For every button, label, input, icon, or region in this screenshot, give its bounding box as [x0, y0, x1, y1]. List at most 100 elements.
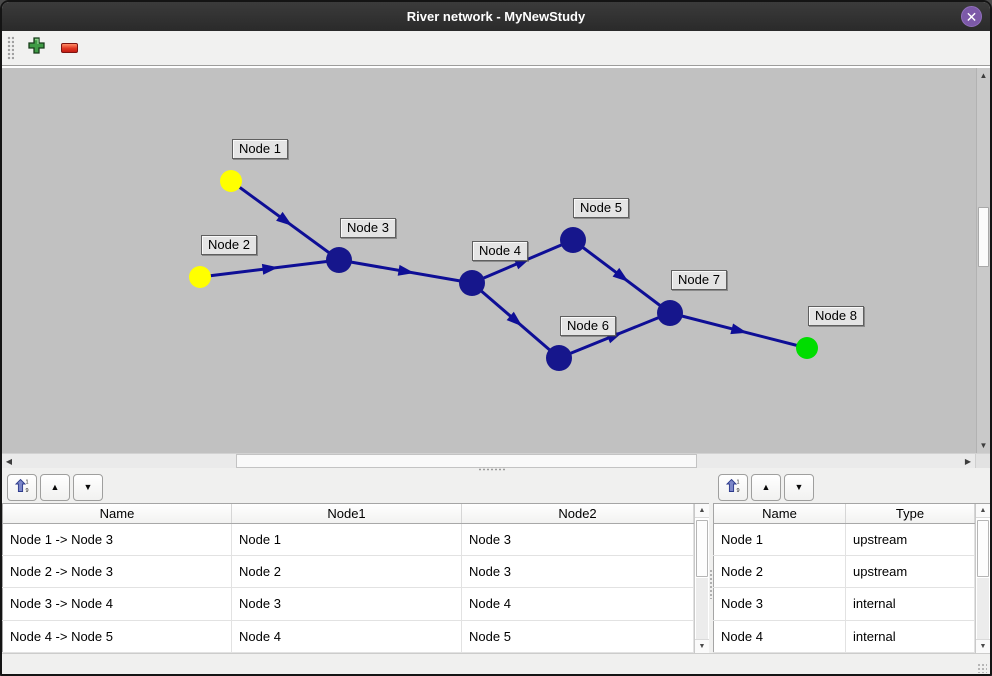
- river-network-canvas[interactable]: Node 1 Node 2 Node 3 Node 4 Node 5 Node 6 Node…: [2, 68, 977, 453]
- table-cell[interactable]: Node 2: [713, 555, 846, 589]
- move-up-button[interactable]: ▲: [40, 473, 70, 501]
- node-label[interactable]: Node 7: [671, 270, 727, 290]
- node-label[interactable]: Node 5: [573, 198, 629, 218]
- river-node[interactable]: [220, 170, 242, 192]
- node-label[interactable]: Node 1: [232, 139, 288, 159]
- sort-ascending-icon: 1 9: [725, 478, 741, 496]
- table-cell[interactable]: Node 4: [231, 620, 462, 654]
- vertical-scrollbar-thumb[interactable]: [978, 207, 989, 267]
- flow-direction-arrow-icon: [612, 267, 629, 282]
- titlebar[interactable]: River network - MyNewStudy ✕: [2, 2, 990, 31]
- table-cell[interactable]: internal: [845, 620, 975, 654]
- node-label[interactable]: Node 3: [340, 218, 396, 238]
- resize-grip-icon[interactable]: [977, 663, 987, 673]
- svg-text:1: 1: [737, 480, 740, 486]
- river-node[interactable]: [657, 300, 683, 326]
- river-node[interactable]: [326, 247, 352, 273]
- column-header[interactable]: Name: [713, 504, 846, 524]
- river-node[interactable]: [796, 337, 818, 359]
- move-down-button[interactable]: ▼: [784, 473, 814, 501]
- table-cell[interactable]: internal: [845, 587, 975, 621]
- table-cell[interactable]: Node 1: [231, 523, 462, 556]
- scroll-right-icon[interactable]: ▶: [964, 456, 972, 466]
- column-header[interactable]: Type: [845, 504, 975, 524]
- river-node[interactable]: [546, 345, 572, 371]
- node-label[interactable]: Node 4: [472, 241, 528, 261]
- up-triangle-icon: ▲: [761, 482, 771, 492]
- table-cell[interactable]: Node 3: [713, 587, 846, 621]
- sort-button[interactable]: 1 9: [7, 473, 37, 501]
- table-cell[interactable]: Node 2: [231, 555, 462, 589]
- node-label[interactable]: Node 2: [201, 235, 257, 255]
- links-scrollbar-thumb[interactable]: [696, 520, 708, 577]
- remove-node-button[interactable]: [56, 35, 82, 61]
- sort-button[interactable]: 1 9: [718, 473, 748, 501]
- canvas-vertical-scrollbar[interactable]: ▲ ▼: [976, 68, 990, 453]
- scrollbar-corner: [975, 454, 990, 468]
- minus-icon: [60, 43, 78, 53]
- table-cell[interactable]: Node 4: [713, 620, 846, 654]
- links-scrollbar-track[interactable]: [696, 578, 708, 639]
- column-header[interactable]: Node2: [461, 504, 694, 524]
- vertical-pane-splitter[interactable]: [709, 471, 713, 653]
- river-node[interactable]: [189, 266, 211, 288]
- river-node[interactable]: [560, 227, 586, 253]
- table-cell[interactable]: Node 1 -> Node 3: [2, 523, 232, 556]
- add-node-button[interactable]: [23, 35, 49, 61]
- horizontal-scrollbar-track[interactable]: [16, 454, 961, 468]
- table-cell[interactable]: Node 3 -> Node 4: [2, 587, 232, 621]
- node-label[interactable]: Node 8: [808, 306, 864, 326]
- horizontal-pane-splitter[interactable]: [2, 468, 990, 471]
- node-label[interactable]: Node 6: [560, 316, 616, 336]
- window-title: River network - MyNewStudy: [406, 9, 586, 24]
- flow-direction-arrow-icon: [730, 323, 748, 335]
- table-cell[interactable]: upstream: [845, 523, 975, 556]
- column-header[interactable]: Node1: [231, 504, 462, 524]
- table-cell[interactable]: Node 1: [713, 523, 846, 556]
- table-cell[interactable]: Node 3: [461, 555, 694, 589]
- nodes-scrollbar-track[interactable]: [977, 578, 989, 639]
- table-cell[interactable]: Node 3: [461, 523, 694, 556]
- river-node[interactable]: [459, 270, 485, 296]
- links-table-scrollbar[interactable]: ▲ ▼: [694, 504, 709, 653]
- close-button[interactable]: ✕: [961, 6, 982, 27]
- nodes-scrollbar-thumb[interactable]: [977, 520, 989, 577]
- table-cell[interactable]: Node 4 -> Node 5: [2, 620, 232, 654]
- table-cell[interactable]: Node 3: [231, 587, 462, 621]
- flow-direction-arrow-icon: [397, 264, 415, 276]
- scroll-up-icon[interactable]: ▲: [979, 71, 988, 80]
- toolbar-grip[interactable]: [7, 36, 14, 60]
- up-triangle-icon: ▲: [50, 482, 60, 492]
- column-header[interactable]: Name: [2, 504, 232, 524]
- scroll-up-icon[interactable]: ▲: [695, 504, 709, 518]
- links-panel-toolbar: 1 9 ▲ ▼: [2, 471, 709, 503]
- down-triangle-icon: ▼: [83, 482, 93, 492]
- scroll-left-icon[interactable]: ◀: [5, 456, 13, 466]
- table-cell[interactable]: Node 2 -> Node 3: [2, 555, 232, 589]
- scroll-up-icon[interactable]: ▲: [976, 504, 990, 518]
- table-cell[interactable]: Node 5: [461, 620, 694, 654]
- move-down-button[interactable]: ▼: [73, 473, 103, 501]
- nodes-table-scrollbar[interactable]: ▲ ▼: [975, 504, 990, 653]
- table-cell[interactable]: Node 4: [461, 587, 694, 621]
- canvas-horizontal-scrollbar[interactable]: ◀ ▶: [2, 453, 990, 468]
- scroll-down-icon[interactable]: ▼: [979, 441, 988, 450]
- scroll-down-icon[interactable]: ▼: [976, 639, 990, 653]
- move-up-button[interactable]: ▲: [751, 473, 781, 501]
- sort-ascending-icon: 1 9: [14, 478, 30, 496]
- svg-text:9: 9: [26, 488, 29, 494]
- scroll-down-icon[interactable]: ▼: [695, 639, 709, 653]
- table-cell[interactable]: upstream: [845, 555, 975, 589]
- horizontal-scrollbar-thumb[interactable]: [236, 454, 697, 468]
